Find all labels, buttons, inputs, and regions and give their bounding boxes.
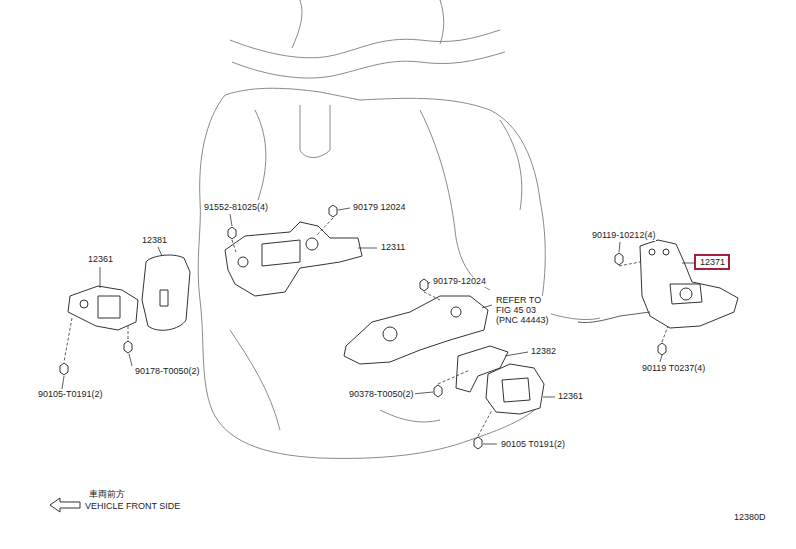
part-number: 90119 T0237(4): [641, 364, 706, 374]
callout-number: 12371: [700, 258, 724, 268]
part-number: 90179-12024: [432, 277, 487, 287]
diagram-code: 12380D: [733, 513, 767, 523]
part-number: 91552-81025(4): [203, 203, 269, 213]
callout-number: 12311: [380, 243, 406, 253]
part-number: 90178-T0050(2): [134, 367, 201, 377]
direction-label: 車両前方: [88, 490, 126, 500]
highlighted-callout-box: 12371: [694, 254, 730, 270]
reference-note: REFER TO FIG 45 03 (PNC 44443): [495, 296, 551, 326]
callout-number: 12361: [87, 255, 114, 265]
direction-label: VEHICLE FRONT SIDE: [84, 502, 181, 512]
callout-number: 12381: [141, 236, 168, 246]
part-number: 90105 T0191(2): [500, 440, 566, 450]
part-number: 90119-10212(4): [591, 231, 656, 241]
callout-number: 12361: [557, 392, 584, 402]
part-number: 90105-T0191(2): [37, 390, 104, 400]
callout-number: 12382: [530, 347, 557, 357]
part-number: 90378-T0050(2): [348, 390, 415, 400]
part-number: 90179 12024: [352, 203, 407, 213]
